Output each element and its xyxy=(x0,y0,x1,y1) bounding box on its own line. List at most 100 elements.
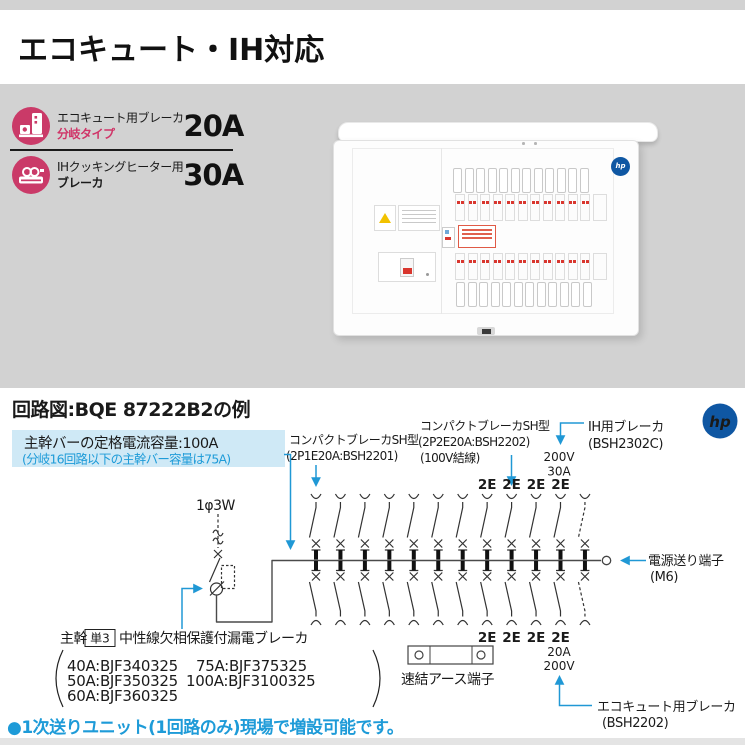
breaker-toggle xyxy=(582,282,592,307)
branch-breaker xyxy=(567,194,578,221)
panel-latch xyxy=(477,327,495,335)
left-paren xyxy=(55,649,64,708)
breaker-toggle xyxy=(456,282,465,307)
panel-door-frame xyxy=(352,148,614,314)
branch-breaker xyxy=(517,194,528,221)
svg-text:(BSH2302C): (BSH2302C) xyxy=(588,437,663,452)
warning-text-label xyxy=(398,205,440,231)
breaker-toggle xyxy=(522,168,531,193)
ecocute-icon xyxy=(12,107,50,145)
pointer-main-bar xyxy=(284,453,296,550)
breaker-toggle xyxy=(490,282,500,307)
spec-divider xyxy=(10,149,233,151)
screw xyxy=(534,142,537,145)
breaker-toggle xyxy=(548,282,557,307)
branch-breaker xyxy=(492,253,503,280)
breaker-toggle xyxy=(510,168,520,193)
2e-label-bottom: 2E xyxy=(551,630,570,646)
branch-breaker xyxy=(530,194,540,221)
main-breaker-symbol xyxy=(208,514,236,596)
warning-labels xyxy=(374,205,440,231)
indicator-dot xyxy=(426,273,429,276)
svg-text:20A: 20A xyxy=(547,645,571,659)
svg-text:中性線欠相保護付漏電ブレーカ: 中性線欠相保護付漏電ブレーカ xyxy=(119,630,308,647)
spec-line2: 分岐タイプ xyxy=(57,127,115,141)
breaker-toggle xyxy=(545,168,554,193)
screw xyxy=(522,142,525,145)
svg-text:100A:BJF3100325: 100A:BJF3100325 xyxy=(186,672,315,690)
branch-breaker xyxy=(455,253,465,280)
branch-breaker xyxy=(542,253,553,280)
branch-breaker xyxy=(480,194,490,221)
svg-text:IH用ブレーカ: IH用ブレーカ xyxy=(588,419,664,435)
label-ecocute-rating: 20A 200V xyxy=(543,645,575,673)
branch-circuit xyxy=(308,493,322,626)
branch-circuit xyxy=(431,493,444,626)
branch-breaker xyxy=(505,194,515,221)
spec-line2: ブレーカ xyxy=(57,176,104,190)
circuit-diagram: 回路図:BQE 87222B2の例 主幹バーの定格電流容量:100A (分岐16… xyxy=(7,398,738,738)
earth-terminal-label: 速結アース端子 xyxy=(401,672,494,688)
breaker-toggle xyxy=(559,282,569,307)
lower-breaker-row xyxy=(455,253,607,280)
branch-breaker xyxy=(555,253,565,280)
diagram-title: 回路図:BQE 87222B2の例 xyxy=(12,398,250,421)
breaker-toggle xyxy=(536,282,546,307)
breaker-toggle xyxy=(487,168,497,193)
2e-label-bottom: 2E xyxy=(502,630,521,646)
branch-breaker xyxy=(530,253,540,280)
svg-text:(2P2E20A:BSH2202): (2P2E20A:BSH2202) xyxy=(418,435,530,449)
branch-circuit xyxy=(504,493,518,626)
svg-text:50A:BJF350325: 50A:BJF350325 xyxy=(67,672,178,690)
label-power-feed: 電源送り端子 (M6) xyxy=(648,554,724,585)
svg-text:200V: 200V xyxy=(543,659,575,673)
breaker-toggle xyxy=(479,282,488,307)
2e-label-bottom: 2E xyxy=(527,630,546,646)
breaker-toggle xyxy=(453,168,462,193)
main-breaker-switch xyxy=(400,258,414,277)
2e-label-top: 2E xyxy=(478,477,497,493)
branch-breaker xyxy=(505,253,515,280)
breaker-toggle xyxy=(571,282,580,307)
caution-sticker xyxy=(458,225,496,248)
svg-text:hp: hp xyxy=(709,413,731,431)
pointer-ih xyxy=(555,422,584,445)
branch-breaker xyxy=(467,253,478,280)
panel-body: hp xyxy=(333,140,639,336)
footnote: ●1次送りユニット(1回路のみ)現場で増設可能です。 xyxy=(7,717,403,738)
branch-breaker xyxy=(580,194,590,221)
branch-breaker xyxy=(517,253,528,280)
earth-terminal: 速結アース端子 xyxy=(401,645,495,688)
branch-breaker xyxy=(580,253,590,280)
pointer-ecocute xyxy=(554,675,592,707)
svg-text:単3: 単3 xyxy=(90,632,110,646)
bus-bar-wire xyxy=(215,559,601,623)
bottom-strip xyxy=(0,738,745,745)
branch-breaker xyxy=(467,194,478,221)
branch-breaker xyxy=(542,194,553,221)
blank-module xyxy=(592,253,607,280)
panel-hood xyxy=(338,122,658,142)
brand-badge-icon: hp xyxy=(611,157,630,176)
hp-logo-icon: hp xyxy=(702,403,738,439)
blank-module xyxy=(592,194,607,221)
model-number-list: 40A:BJF340325 75A:BJF375325 50A:BJF35032… xyxy=(55,649,381,708)
2e-label-top: 2E xyxy=(527,477,546,493)
branch-circuit xyxy=(333,493,346,626)
svg-text:主幹: 主幹 xyxy=(60,630,87,647)
main-breaker-unit xyxy=(378,252,436,282)
svg-text:75A:BJF375325: 75A:BJF375325 xyxy=(196,657,307,675)
label-ecocute-breaker: エコキュート用ブレーカ (BSH2202) xyxy=(597,699,736,731)
upper-breaker-row xyxy=(455,194,607,221)
product-photo-distribution-panel: hp xyxy=(333,122,658,338)
label-compact-breaker-2: コンパクトブレーカSH型 (2P2E20A:BSH2202) (100V結線) xyxy=(418,418,551,465)
breaker-toggle xyxy=(513,282,523,307)
power-feed-terminal xyxy=(601,555,612,566)
panel-divider xyxy=(441,148,442,314)
upper-toggle-row xyxy=(453,168,589,193)
breaker-toggle xyxy=(467,282,477,307)
lower-toggle-row xyxy=(456,282,592,307)
branch-circuit xyxy=(455,493,469,626)
2e-label-bottom: 2E xyxy=(478,630,497,646)
